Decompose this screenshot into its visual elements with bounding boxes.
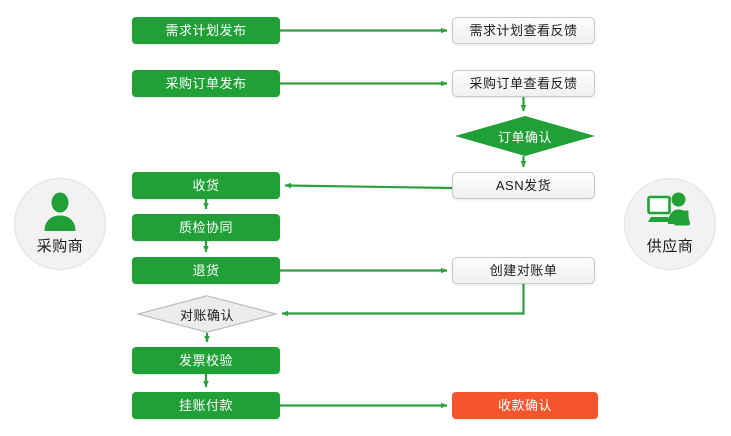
node-label: 需求计划查看反馈 — [469, 23, 578, 38]
node-label: 退货 — [192, 263, 220, 278]
node-create-statement[interactable]: 创建对账单 — [452, 257, 595, 284]
node-asn-shipment[interactable]: ASN发货 — [452, 172, 595, 199]
role-supplier[interactable]: 供应商 — [624, 178, 716, 270]
node-receipt-confirm[interactable]: 收款确认 — [452, 392, 598, 419]
node-demand-plan-publish[interactable]: 需求计划发布 — [132, 17, 280, 44]
node-goods-receipt[interactable]: 收货 — [132, 172, 280, 199]
node-label: 创建对账单 — [489, 263, 558, 278]
node-quality-collab[interactable]: 质检协同 — [132, 214, 280, 241]
node-po-feedback[interactable]: 采购订单查看反馈 — [452, 70, 595, 97]
person-icon — [40, 191, 80, 231]
wire-create-statement-to-confirm — [281, 284, 525, 317]
node-label: 采购订单查看反馈 — [469, 76, 578, 91]
node-label: 收货 — [192, 178, 220, 193]
node-label: 订单确认 — [497, 129, 552, 145]
node-demand-plan-feedback[interactable]: 需求计划查看反馈 — [452, 17, 595, 44]
role-buyer[interactable]: 采购商 — [14, 178, 106, 270]
node-payment-posting[interactable]: 挂账付款 — [132, 392, 280, 419]
node-label: 发票校验 — [178, 353, 233, 368]
node-po-publish[interactable]: 采购订单发布 — [132, 70, 280, 97]
diamond-shape — [455, 116, 595, 156]
node-label: 需求计划发布 — [165, 23, 247, 38]
diamond-shape — [137, 295, 277, 333]
node-return-goods[interactable]: 退货 — [132, 257, 280, 284]
role-label: 采购商 — [36, 238, 84, 255]
node-label: 采购订单发布 — [165, 76, 247, 91]
node-invoice-verify[interactable]: 发票校验 — [132, 347, 280, 374]
node-label: 对账确认 — [179, 307, 234, 323]
node-label: 挂账付款 — [178, 398, 233, 413]
wire-asn-to-goods-receipt — [284, 182, 453, 190]
node-label: 质检协同 — [178, 220, 233, 235]
role-label: 供应商 — [646, 238, 694, 255]
node-label: ASN发货 — [495, 178, 552, 193]
computer-person-icon — [647, 191, 693, 231]
node-statement-confirm[interactable]: 对账确认 — [137, 295, 277, 333]
node-label: 收款确认 — [497, 398, 552, 413]
node-order-confirm[interactable]: 订单确认 — [455, 116, 595, 156]
